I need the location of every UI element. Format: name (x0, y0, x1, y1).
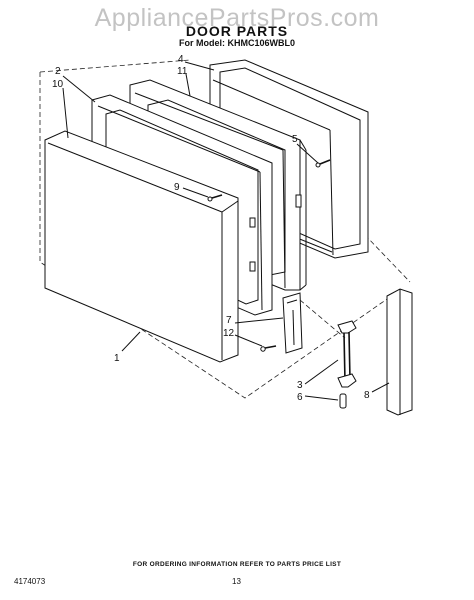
callout-3: 3 (297, 380, 303, 391)
watermark: AppliancePartsPros.com (94, 4, 380, 32)
model-line: For Model: KHMC106WBL0 (178, 38, 295, 48)
leader-lines (62, 61, 390, 401)
assembly-boundary (39, 72, 401, 399)
callout-10: 10 (52, 79, 64, 90)
screw-9 (207, 194, 223, 202)
latch-lever (337, 320, 357, 388)
screw-12 (260, 345, 277, 352)
hinge-bracket (282, 292, 346, 354)
callout-7: 7 (226, 315, 232, 326)
callout-2: 2 (55, 66, 61, 77)
document-number: 4174073 (14, 577, 46, 586)
page-title: DOOR PARTS (185, 23, 289, 39)
callout-6: 6 (297, 392, 303, 403)
assembly-boundary-top (39, 59, 191, 73)
assembly-boundary-right (364, 234, 411, 283)
callout-11: 11 (177, 66, 188, 77)
callout-5: 5 (292, 134, 298, 145)
page-number: 13 (232, 577, 241, 586)
ordering-note: FOR ORDERING INFORMATION REFER TO PARTS … (132, 561, 342, 568)
callout-1: 1 (114, 353, 120, 364)
callout-12: 12 (223, 328, 235, 339)
callout-8: 8 (364, 390, 370, 401)
door-trim-strip (386, 288, 413, 416)
spring (339, 393, 347, 409)
callout-4: 4 (178, 54, 184, 65)
callout-9: 9 (174, 182, 180, 193)
outer-glass-panel (44, 130, 239, 363)
